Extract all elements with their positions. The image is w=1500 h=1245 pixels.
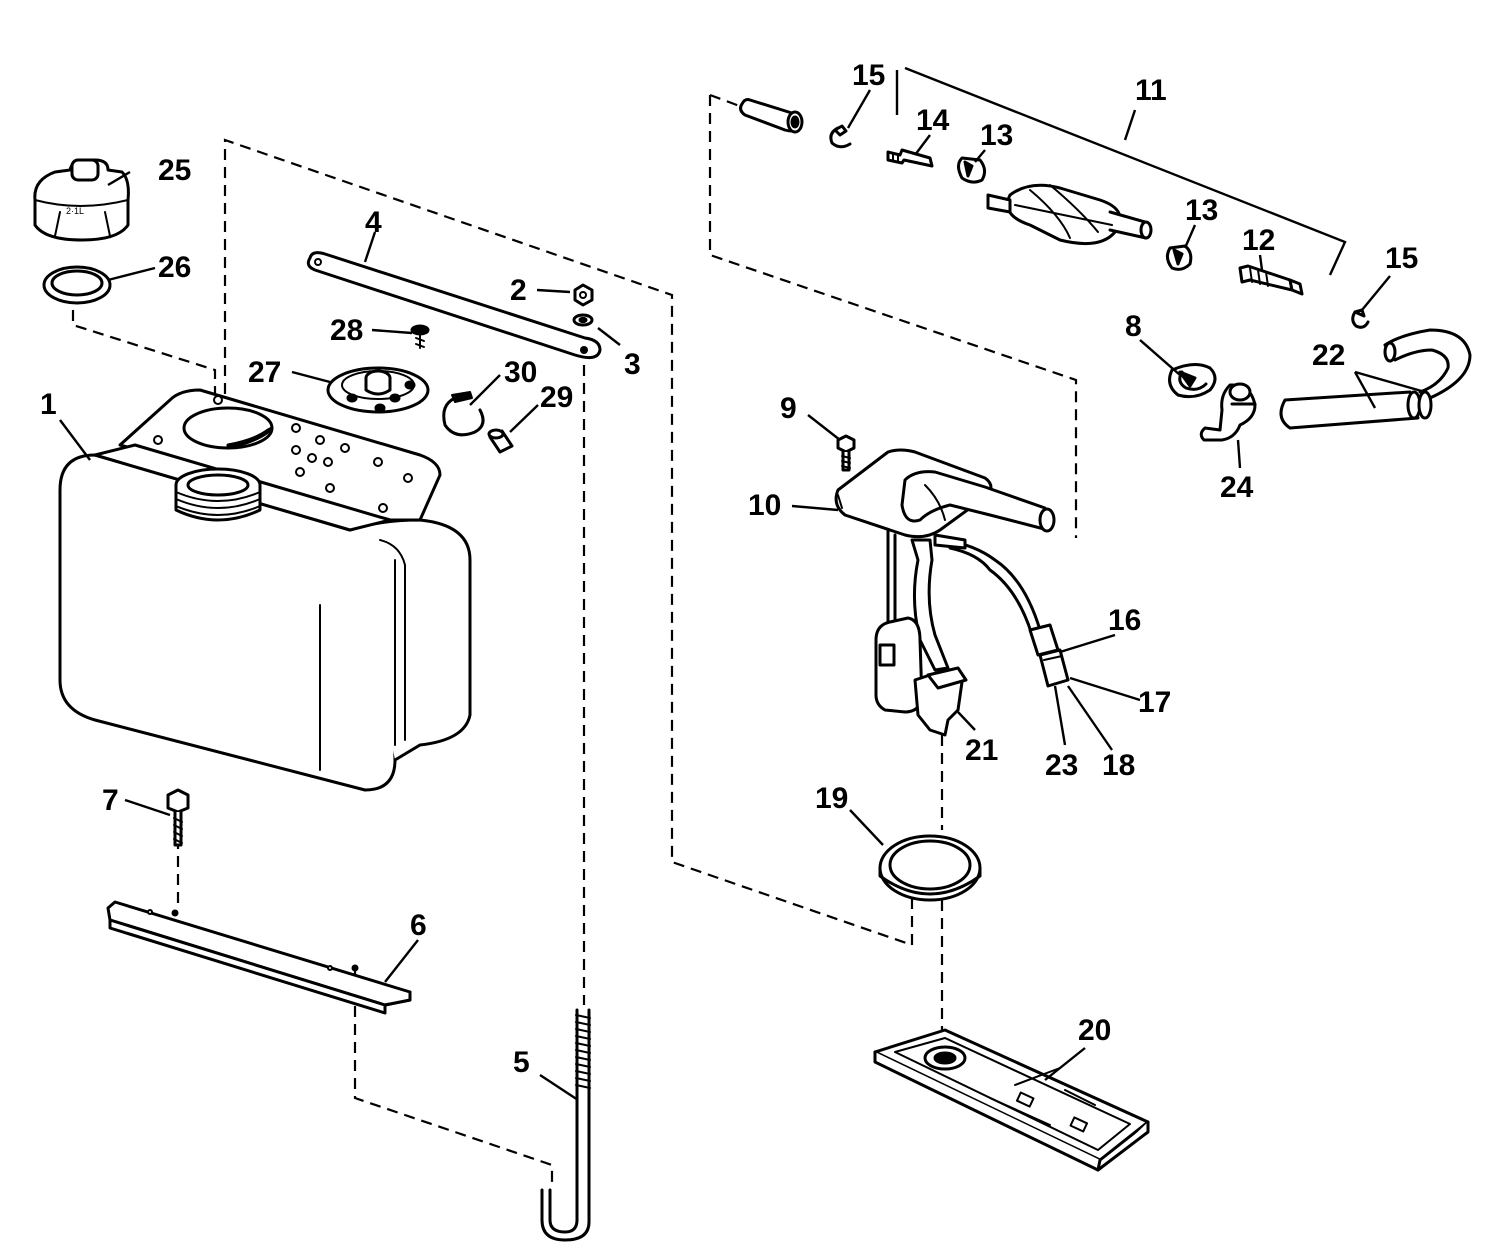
callout-11: 11 — [1135, 74, 1167, 107]
elbow-fitting-24 — [1199, 382, 1257, 442]
fuel-pickup-assembly — [834, 448, 1070, 737]
callout-15b: 15 — [1385, 242, 1418, 275]
callout-30: 30 — [504, 356, 537, 389]
washer — [572, 313, 594, 327]
callout-16: 16 — [1108, 604, 1141, 637]
fuel-tank — [58, 388, 472, 792]
callout-19: 19 — [815, 782, 848, 815]
callout-24: 24 — [1220, 471, 1254, 504]
callout-7: 7 — [102, 784, 119, 817]
callout-2: 2 — [510, 274, 527, 307]
callout-25: 25 — [158, 154, 191, 187]
tank-base-plate — [873, 1028, 1150, 1172]
callout-1: 1 — [40, 388, 57, 421]
clamp-13b — [1165, 244, 1193, 271]
nut — [573, 283, 594, 307]
fuel-gauge — [326, 366, 430, 414]
callout-13b: 13 — [1185, 194, 1218, 227]
assembly-dashed-lines — [71, 93, 1078, 1185]
screw — [410, 324, 430, 349]
sender-screw — [836, 434, 856, 472]
hose-end-sleeve — [739, 98, 804, 134]
callout-numbers: 1 2 3 4 5 6 7 8 9 10 11 12 13 13 14 15 1… — [40, 59, 1418, 1079]
callout-5: 5 — [513, 1046, 530, 1079]
callout-18: 18 — [1102, 749, 1135, 782]
callout-21: 21 — [965, 734, 998, 767]
callout-13a: 13 — [980, 119, 1013, 152]
callout-15a: 15 — [852, 59, 885, 92]
check-valve-fitting-14 — [886, 148, 934, 168]
bushing — [487, 428, 514, 454]
callout-leaders — [59, 66, 1426, 1102]
callout-27: 27 — [248, 356, 281, 389]
callout-12: 12 — [1242, 224, 1275, 257]
callout-20: 20 — [1078, 1014, 1111, 1047]
mounting-bracket — [106, 900, 412, 1015]
check-valve-fitting-12 — [1238, 264, 1304, 296]
tank-rod — [540, 1008, 591, 1242]
clip — [442, 391, 485, 437]
callout-8: 8 — [1125, 310, 1142, 343]
callout-14: 14 — [916, 104, 950, 137]
callout-6: 6 — [410, 909, 427, 942]
hose-clamp-15b — [1351, 308, 1370, 329]
callout-9: 9 — [780, 392, 797, 425]
hose-clamp-15a — [829, 124, 852, 149]
hose-clamp-8 — [1168, 363, 1217, 399]
callout-17: 17 — [1138, 686, 1171, 719]
svg-text:2·1L: 2·1L — [66, 206, 84, 216]
callout-29: 29 — [540, 381, 573, 414]
callout-3: 3 — [624, 348, 641, 381]
tank-strap — [306, 251, 602, 360]
o-ring — [42, 265, 112, 305]
clamp-13a — [957, 156, 987, 184]
callout-28: 28 — [330, 314, 363, 347]
callout-26: 26 — [158, 251, 191, 284]
fuel-cap: 2·1L — [33, 158, 130, 242]
callout-22: 22 — [1312, 339, 1345, 372]
fuel-hose — [1279, 328, 1472, 430]
callout-4: 4 — [365, 206, 382, 239]
primer-bulb — [986, 183, 1153, 246]
callout-23: 23 — [1045, 749, 1078, 782]
callout-10: 10 — [748, 489, 781, 522]
sender-gasket — [878, 834, 982, 902]
mounting-bolt — [166, 788, 190, 847]
